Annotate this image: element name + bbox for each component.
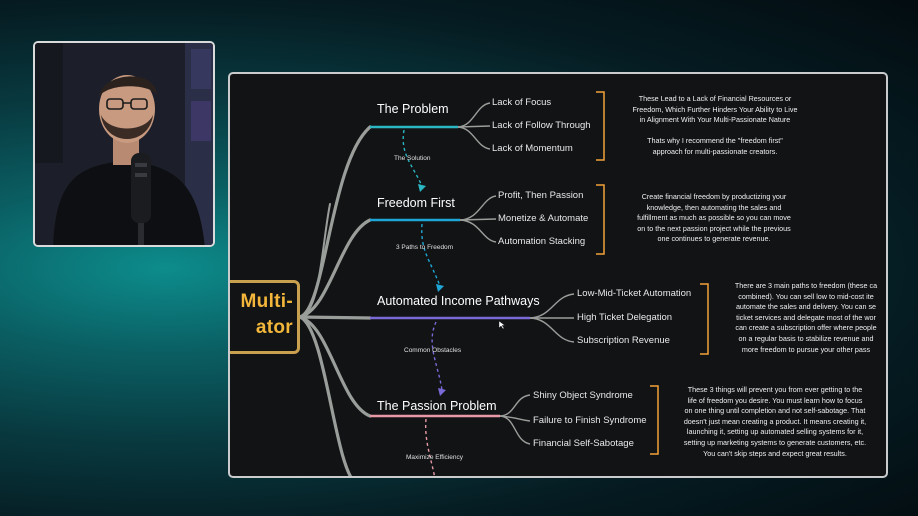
subtopic-lack-of-follow-through[interactable]: Lack of Follow Through <box>492 120 591 131</box>
branch-offscreen <box>300 317 356 478</box>
mindmap-canvas[interactable]: Multi- ator The Problem Lack of Focus La… <box>228 72 888 478</box>
connector-label-3-paths-to-freedom: 3 Paths to Freedom <box>396 244 453 251</box>
note-the-passion-problem: These 3 things will prevent you from eve… <box>661 385 888 459</box>
branch-pathways <box>300 317 370 318</box>
branch-problem <box>300 127 370 317</box>
root-label-line1: Multi- <box>241 291 293 313</box>
root-label-line2: ator <box>256 317 293 339</box>
subtopic-lack-of-momentum[interactable]: Lack of Momentum <box>492 143 573 154</box>
topic-the-passion-problem[interactable]: The Passion Problem <box>377 399 497 413</box>
subtopic-monetize-automate[interactable]: Monetize & Automate <box>498 213 588 224</box>
subtopic-failure-to-finish-syndrome[interactable]: Failure to Finish Syndrome <box>533 415 647 426</box>
topic-the-problem[interactable]: The Problem <box>377 102 449 116</box>
subtopic-shiny-object-syndrome[interactable]: Shiny Object Syndrome <box>533 390 633 401</box>
note-freedom-first: Create financial freedom by productizing… <box>608 192 820 245</box>
topic-freedom-first[interactable]: Freedom First <box>377 196 455 210</box>
connector-arrowheads <box>418 184 446 396</box>
subtopic-low-mid-ticket-automation[interactable]: Low-Mid-Ticket Automation <box>577 288 691 299</box>
subtopic-subscription-revenue[interactable]: Subscription Revenue <box>577 335 670 346</box>
note-the-problem: These Lead to a Lack of Financial Resour… <box>608 94 822 158</box>
subtopic-financial-self-sabotage[interactable]: Financial Self-Sabotage <box>533 438 634 449</box>
presenter-video <box>35 43 215 247</box>
root-node[interactable]: Multi- ator <box>228 280 300 354</box>
topic-automated-income-pathways[interactable]: Automated Income Pathways <box>377 294 540 308</box>
subtopic-automation-stacking[interactable]: Automation Stacking <box>498 236 585 247</box>
mouse-cursor-icon <box>499 321 505 329</box>
note-automated-income-pathways: There are 3 main paths to freedom (these… <box>716 281 888 355</box>
connector-label-common-obstacles: Common Obstacles <box>404 347 461 354</box>
connector-label-the-solution: The Solution <box>394 155 431 162</box>
subtopic-profit-then-passion[interactable]: Profit, Then Passion <box>498 190 583 201</box>
webcam-overlay <box>33 41 215 247</box>
subtopic-lack-of-focus[interactable]: Lack of Focus <box>492 97 551 108</box>
connector-label-maximize-efficiency: Maximize Efficiency <box>406 454 463 461</box>
subtopic-high-ticket-delegation[interactable]: High Ticket Delegation <box>577 312 672 323</box>
